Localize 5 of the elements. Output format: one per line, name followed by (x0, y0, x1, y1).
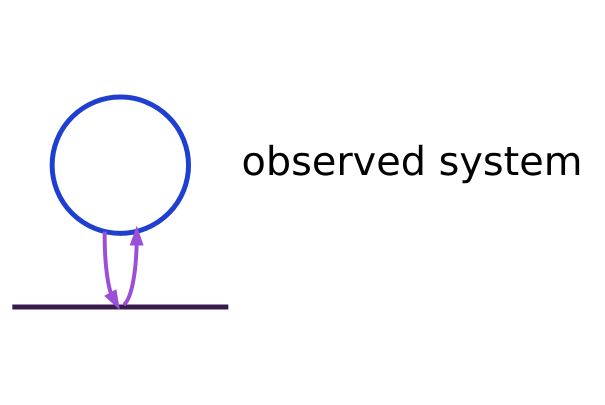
node-circle (50, 94, 191, 236)
arrow (122, 225, 144, 306)
arrow (102, 231, 120, 310)
node-wave (12, 304, 228, 310)
node-label: observed system (241, 138, 583, 185)
